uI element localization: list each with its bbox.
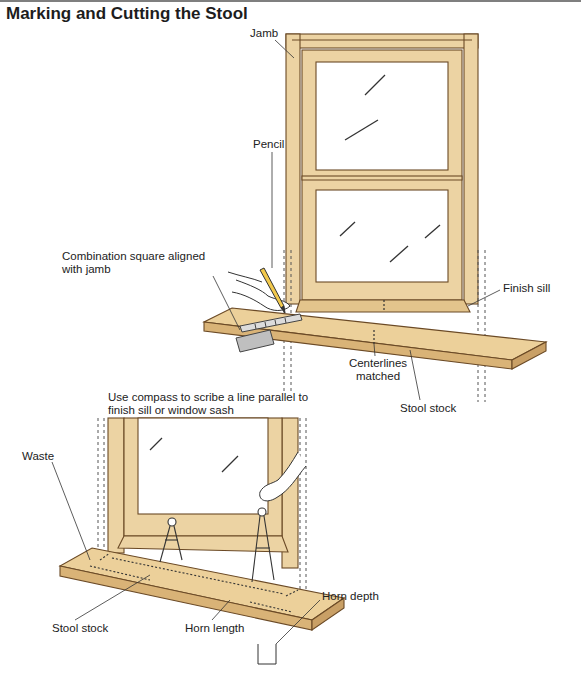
- top-window-part: [292, 39, 472, 40]
- finish-sill-part: [296, 300, 470, 312]
- part-label: Stool stock: [400, 402, 480, 415]
- leader-lines-part: [52, 462, 90, 560]
- stool-stock-bottom: [60, 548, 344, 630]
- part-label: Finish sill: [503, 282, 573, 295]
- centerline-marks-part: [383, 300, 384, 312]
- leader-lines: [52, 462, 320, 644]
- scribe-marks: [90, 553, 298, 612]
- compass-tool-part: [252, 516, 260, 582]
- centerline-marks-part: [373, 330, 374, 346]
- leader-lines-part: [75, 575, 150, 620]
- compass-tool-part: [160, 526, 170, 562]
- top-window-part: [316, 62, 448, 170]
- compass-tool-part: [258, 508, 266, 516]
- hand-with-pencil-part: [260, 268, 284, 308]
- scribe-marks-part: [100, 553, 110, 560]
- bottom-window-part: [138, 418, 268, 514]
- stool-stock-top-part: [204, 308, 546, 360]
- bottom-jamb-lines-part: [98, 418, 99, 560]
- horn-depth-bracket: [258, 644, 276, 664]
- leader-lines-part: [272, 152, 273, 268]
- glass-glint-part: [345, 120, 378, 140]
- centerline-marks: [374, 300, 384, 346]
- horn-depth-bracket-part: [258, 644, 276, 664]
- glass-glint-part: [340, 222, 355, 236]
- part-label: Stool stock: [52, 622, 122, 635]
- combination-square-part: [285, 318, 286, 323]
- finish-sill: [296, 300, 470, 312]
- glass-glint-part: [425, 225, 440, 238]
- top-window: [286, 34, 478, 304]
- top-rule: [0, 0, 581, 2]
- figure-title: Marking and Cutting the Stool: [6, 4, 248, 24]
- part-label: Horn length: [185, 622, 265, 635]
- leader-lines-part: [468, 290, 500, 306]
- glass-glint: [340, 75, 440, 262]
- hand-with-compass: [260, 452, 306, 501]
- compass-tool-part: [256, 547, 270, 548]
- combination-square-part: [275, 320, 276, 325]
- top-window-part: [302, 179, 462, 180]
- compass-tool-part: [174, 526, 182, 560]
- combination-square-part: [265, 322, 266, 327]
- leader-lines: [213, 40, 500, 400]
- jamb-lines-part: [485, 250, 486, 402]
- leader-lines-part: [374, 344, 375, 356]
- scribe-marks-part: [90, 566, 150, 580]
- part-label: Jamb: [250, 27, 290, 40]
- top-window-part: [464, 34, 478, 304]
- hand-with-pencil-part: [281, 306, 285, 313]
- combination-square-part: [255, 324, 256, 329]
- bottom-window-part: [124, 418, 282, 536]
- bottom-jamb-lines-part: [306, 418, 307, 600]
- leader-lines-part: [213, 276, 240, 330]
- bottom-window-part: [118, 536, 288, 552]
- leader-lines-part: [212, 600, 230, 620]
- scribe-marks-part: [286, 590, 298, 596]
- combination-square-part: [240, 314, 302, 332]
- part-label: Horn depth: [322, 590, 402, 603]
- hand-with-pencil-part: [228, 272, 262, 282]
- compass-tool-part: [165, 539, 178, 540]
- glass-glint: [150, 438, 238, 472]
- leader-lines-part: [410, 350, 420, 400]
- top-window-part: [286, 34, 478, 48]
- part-label: Combination square aligned with jamb: [62, 250, 212, 276]
- glass-glint-part: [222, 456, 238, 472]
- glass-glint-part: [390, 246, 408, 262]
- part-label: Centerlines matched: [338, 357, 418, 383]
- stool-stock-top-part: [512, 342, 546, 369]
- combination-square-part: [236, 330, 274, 352]
- top-window-part: [302, 176, 462, 300]
- jamb-lines-part: [478, 250, 479, 402]
- combination-square: [236, 314, 302, 352]
- stool-stock-bottom-part: [60, 566, 312, 630]
- top-window-part: [316, 190, 448, 282]
- leader-lines-part: [275, 40, 294, 58]
- part-label: Use compass to scribe a line parallel to…: [108, 391, 338, 417]
- compass-tool-part: [168, 518, 176, 526]
- bottom-window-part: [108, 418, 124, 553]
- bottom-jamb-lines-part: [104, 418, 105, 560]
- part-label: Waste: [22, 450, 72, 463]
- compass-tool: [160, 508, 274, 582]
- top-window-part: [286, 34, 300, 304]
- top-window-part: [302, 50, 462, 180]
- hand-with-compass-part: [260, 452, 306, 501]
- scribe-marks-part: [250, 602, 292, 612]
- glass-glint-part: [365, 75, 385, 95]
- scribe-marks-part: [112, 558, 284, 594]
- part-label: Pencil: [253, 138, 303, 151]
- leader-lines-part: [276, 600, 320, 644]
- bottom-jamb-lines-part: [300, 418, 301, 600]
- hand-with-pencil: [228, 268, 290, 313]
- glass-glint-part: [150, 438, 162, 450]
